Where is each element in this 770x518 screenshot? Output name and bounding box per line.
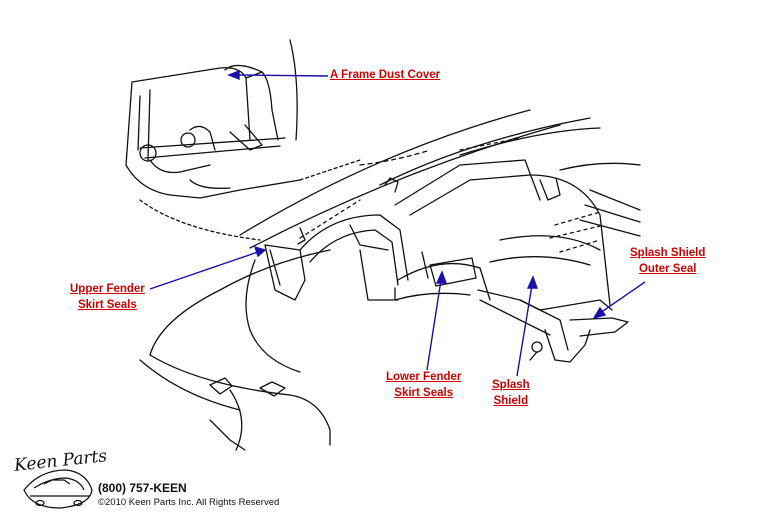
callout-upper-fender-line2: Skirt Seals <box>77 299 137 311</box>
callout-splash-shield[interactable]: Splash Shield <box>492 377 530 409</box>
callout-a-frame-dust-cover-text: A Frame Dust Cover <box>330 69 441 81</box>
callout-lower-fender-line1: Lower Fender <box>386 371 462 383</box>
callout-upper-fender-skirt-seals[interactable]: Upper Fender Skirt Seals <box>70 281 145 313</box>
copyright-notice: ©2010 Keen Parts Inc. All Rights Reserve… <box>98 497 280 508</box>
callout-lower-fender-line2: Skirt Seals <box>394 387 454 399</box>
callout-a-frame-dust-cover[interactable]: A Frame Dust Cover <box>330 67 440 83</box>
callout-splash-shield-line2: Shield <box>493 395 529 407</box>
callout-outer-seal-line1: Splash Shield <box>630 247 706 259</box>
callout-splash-shield-line1: Splash <box>492 379 530 391</box>
leader-arrows <box>149 69 646 377</box>
callout-outer-seal-line2: Outer Seal <box>638 263 697 275</box>
callout-lower-fender-skirt-seals[interactable]: Lower Fender Skirt Seals <box>386 369 461 401</box>
fender-line-art <box>125 39 641 451</box>
callout-upper-fender-line1: Upper Fender <box>70 283 145 295</box>
phone-number: (800) 757-KEEN <box>98 481 187 495</box>
callout-splash-shield-outer-seal[interactable]: Splash Shield Outer Seal <box>630 245 705 277</box>
keen-parts-logo-car <box>23 469 93 509</box>
